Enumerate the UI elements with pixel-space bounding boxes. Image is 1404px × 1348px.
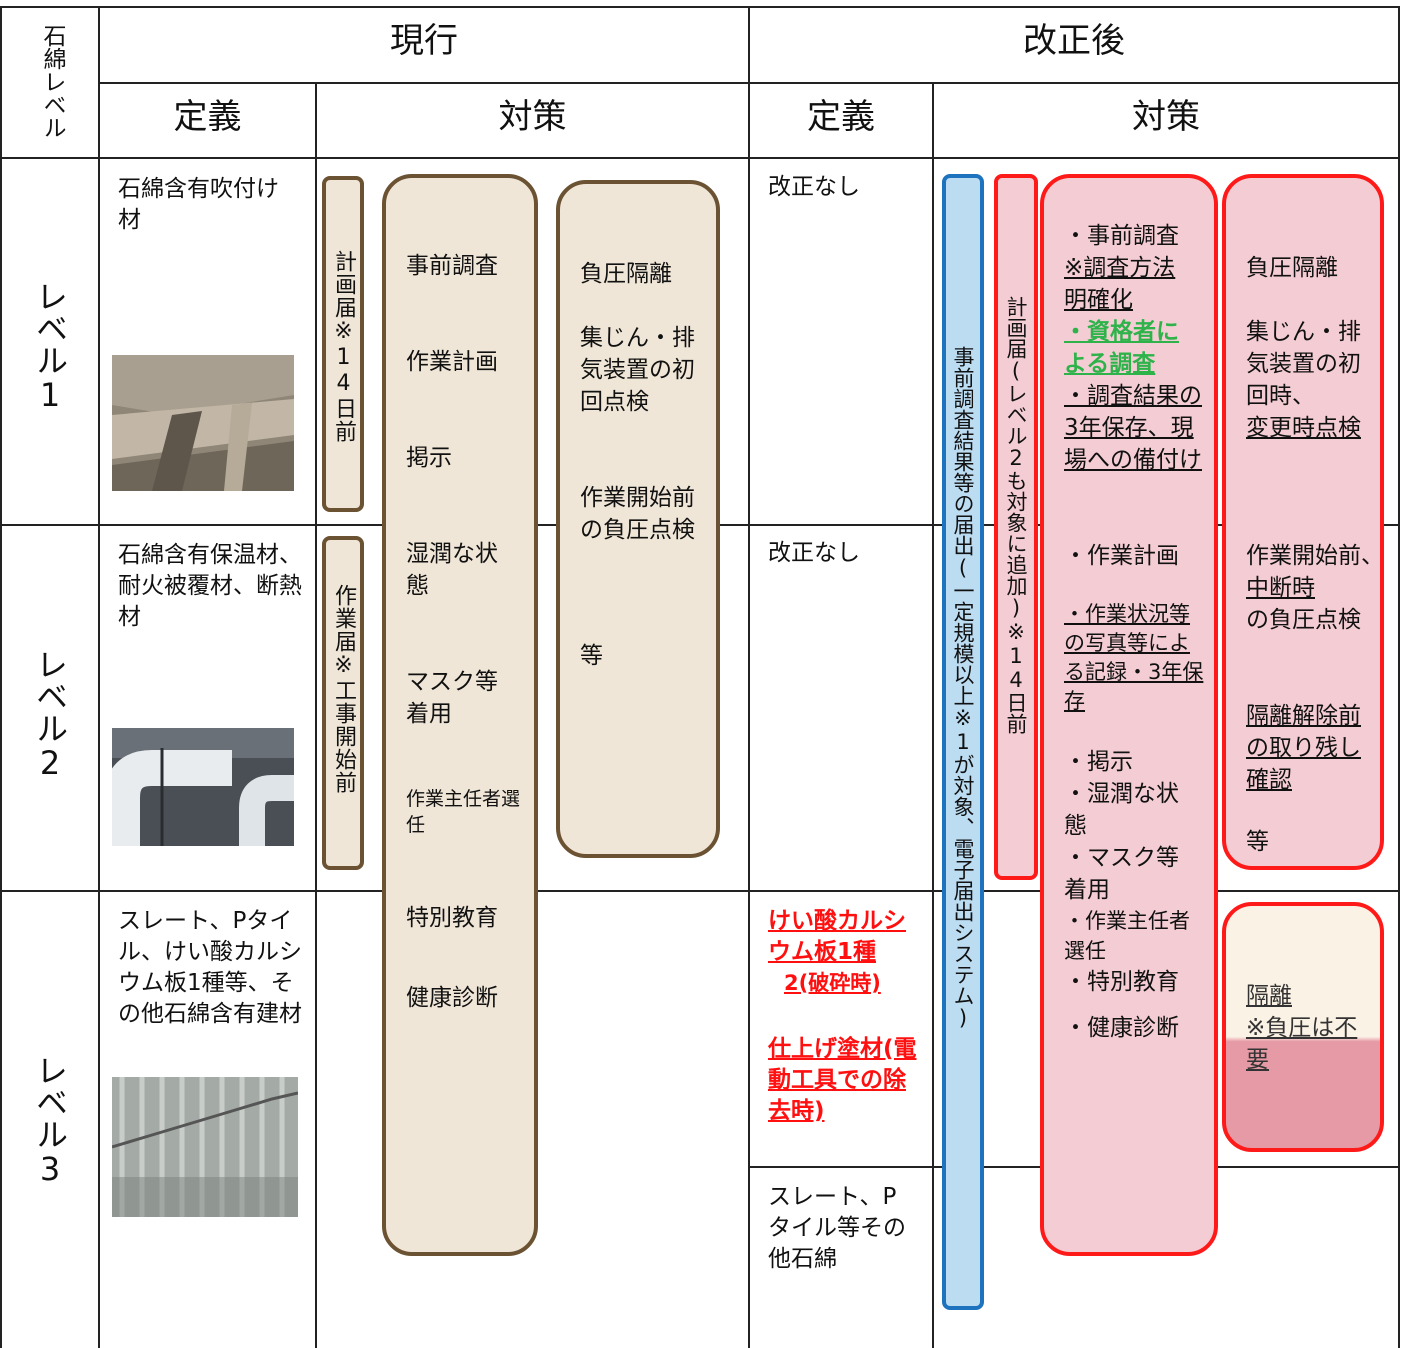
revised-level-3-isolation-box (1222, 902, 1384, 1152)
revised-measures-main-box (1040, 174, 1218, 1256)
revised-plan-notice-box (994, 174, 1038, 880)
revised-survey-notice-text: 事前調査結果等の届出(一定規模以上※1が対象、電子届出システム) (951, 346, 975, 1030)
level-2-label: レベル2 (31, 648, 69, 782)
current-extra-1: 負圧隔離 (580, 261, 672, 287)
current-measure-2: 作業計画 (406, 349, 498, 375)
revised-measure-supervisor: ・作業主任者選任 (1064, 909, 1190, 963)
revised-measure-wet-condition: ・湿潤な状態 (1064, 781, 1179, 839)
sprayed-asbestos-photo (112, 355, 294, 491)
current-measures-header: 対策 (498, 97, 567, 137)
current-extra-3: 作業開始前の負圧点検 (580, 485, 695, 543)
level-3-label: レベル3 (31, 1054, 69, 1188)
revised-extra-prework: 作業開始前、 (1246, 543, 1384, 569)
level-1-definition: 石綿含有吹付け材 (118, 176, 279, 233)
current-plan-notice-box (322, 176, 364, 512)
revised-extra-residue-check: 隔離解除前の取り残し確認 (1246, 703, 1361, 793)
revised-measure-health-check: ・健康診断 (1064, 1015, 1179, 1041)
revised-measure-survey-method: ※調査方法明確化 (1064, 255, 1176, 313)
current-header: 現行 (390, 21, 458, 61)
current-definition-header: 定義 (173, 97, 242, 137)
grid-h2 (0, 157, 1400, 159)
grid-v1 (98, 6, 100, 1348)
current-measures-main-box (382, 174, 538, 1256)
grid-v2 (315, 82, 317, 1348)
current-measure-3: 掲示 (406, 445, 452, 471)
grid-h4 (0, 890, 1400, 892)
revised-measure-mask: ・マスク等着用 (1064, 845, 1179, 903)
revised-measure-posting: ・掲示 (1064, 749, 1133, 775)
revised-level-3-calcium-silicate: けい酸カルシウム板1種 (768, 908, 906, 965)
current-measure-8: 健康診断 (406, 985, 498, 1011)
revised-extra-interruption: 中断時 (1246, 575, 1315, 601)
revised-measure-qualified-survey: ・資格者による調査 (1064, 319, 1179, 377)
level-2-definition: 石綿含有保温材、耐火被覆材、断熱材 (118, 542, 302, 630)
revised-level-3-finish-coating: 仕上げ塗材(電動工具での除去時) (768, 1036, 917, 1124)
grid-v3 (748, 6, 750, 1348)
revised-measures-header: 対策 (1132, 97, 1200, 137)
revised-level-1-definition: 改正なし (768, 174, 860, 200)
revised-level-3-calcium-silicate-note: 2(破砕時) (784, 971, 881, 995)
revised-measure-record-keeping: ・調査結果の3年保存、現場への備付け (1064, 383, 1202, 473)
insulation-pipe-photo (112, 728, 294, 846)
grid-top (0, 6, 1400, 8)
current-work-notice-box (322, 536, 364, 870)
current-measure-7: 特別教育 (406, 905, 498, 931)
revised-measure-training: ・特別教育 (1064, 969, 1179, 995)
current-measure-1: 事前調査 (406, 253, 498, 279)
grid-v4 (932, 82, 934, 1348)
revised-extra-negative-pressure: 負圧隔離 (1246, 255, 1338, 281)
revised-survey-notice-box (942, 174, 984, 1310)
revised-measures-extra-box (1222, 174, 1384, 870)
current-measures-extra-box (556, 180, 720, 858)
revised-header: 改正後 (1023, 21, 1125, 61)
level-1-label: レベル1 (31, 280, 69, 414)
revised-measure-photo-record: ・作業状況等の写真等による記録・3年保存 (1064, 602, 1204, 713)
revised-level-2-definition: 改正なし (768, 540, 860, 566)
revised-measure-survey: ・事前調査 (1064, 223, 1179, 249)
revised-level-3-no-negative-pressure: ※負圧は不要 (1246, 1015, 1358, 1073)
revised-level-3-other: スレート、Pタイル等その他石綿 (768, 1184, 906, 1272)
grid-v5 (1398, 6, 1400, 1348)
slate-roof-photo (112, 1077, 298, 1217)
grid-v0 (0, 6, 2, 1348)
revised-extra-change-inspection: 変更時点検 (1246, 415, 1361, 441)
current-measure-4: 湿潤な状態 (406, 541, 498, 599)
revised-extra-pressure-check: の負圧点検 (1246, 607, 1361, 633)
revised-definition-header: 定義 (807, 97, 875, 137)
revised-plan-notice-text: 計画届(レベル2も対象に追加)※14日前 (1004, 296, 1028, 734)
current-work-notice-text: 作業届※工事開始前 (331, 584, 356, 794)
level-3-definition: スレート、Pタイル、けい酸カルシウム板1種等、その他石綿含有建材 (118, 908, 302, 1027)
revised-extra-etc: 等 (1246, 829, 1269, 855)
current-measure-6: 作業主任者選任 (406, 788, 521, 836)
current-measure-5: マスク等着用 (406, 669, 498, 727)
current-extra-2: 集じん・排気装置の初回点検 (580, 325, 695, 415)
revised-measure-work-plan: ・作業計画 (1064, 543, 1179, 569)
current-extra-4: 等 (580, 643, 603, 669)
revised-extra-exhaust-inspection: 集じん・排気装置の初回時、 (1246, 319, 1361, 409)
revised-level-3-isolation: 隔離 (1246, 983, 1292, 1009)
current-plan-notice-text: 計画届※14日前 (331, 250, 356, 443)
level-column-header: 石綿レベル (39, 24, 65, 139)
